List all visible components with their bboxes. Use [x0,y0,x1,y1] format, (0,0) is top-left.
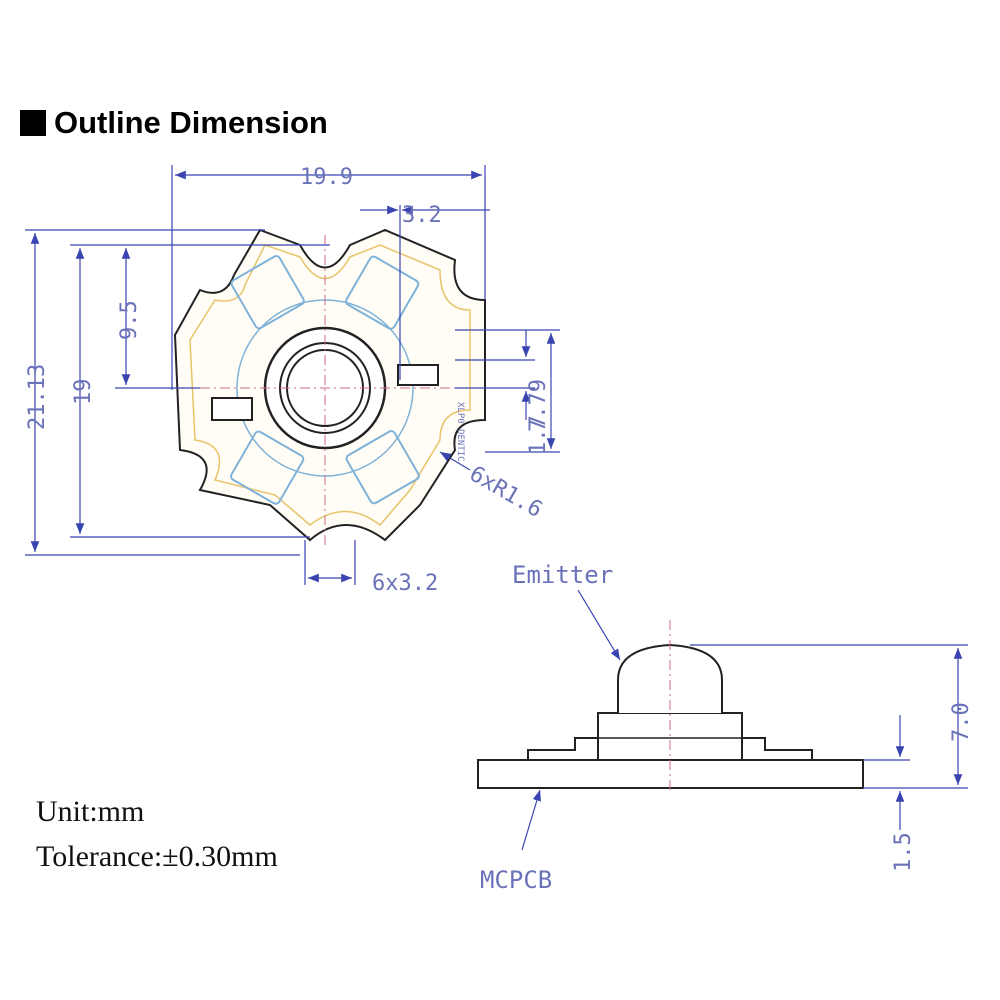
title-bullet-icon [20,110,46,136]
dimension-lines [25,165,560,585]
dim-radius: 6xR1.6 [465,462,546,523]
lead-left [527,737,598,760]
dim-right-lower: 1.7 [526,415,551,455]
unit-note: Unit:mm [36,795,145,828]
page-title: Outline Dimension [20,105,328,141]
dim-emitter-height: 7.0 [949,702,974,742]
dim-half-height: 9.5 [117,300,142,340]
dim-slot-width: 6x3.2 [372,571,438,596]
side-view [477,620,864,790]
pad-bottom-left [230,430,305,505]
dim-height-total: 21.13 [25,364,50,430]
top-view: XLP0 DENTIC [173,228,486,545]
dim-height-inner: 19 [71,379,96,406]
dim-right-upper: 7.79 [526,379,551,432]
dim-pcb-thickness: 1.5 [891,832,916,872]
side-dimension-lines [521,589,968,851]
tolerance-note: Tolerance:±0.30mm [36,840,278,873]
lead-right [742,737,813,760]
dim-width: 19.9 [300,165,353,190]
emitter-label: Emitter [512,561,613,589]
side-labels: Emitter MCPCB 7.0 1.5 [480,561,974,894]
pad-top-left [230,255,305,330]
dim-offset-top: 3.2 [402,203,442,228]
pad-top-right [345,255,420,330]
mcpcb-label: MCPCB [480,866,552,894]
pad-bottom-right [345,430,420,505]
title-text: Outline Dimension [54,105,328,140]
led-tab-left [211,397,253,421]
pcb-marking: XLP0 DENTIC [455,402,465,462]
led-tab-right [397,364,439,386]
